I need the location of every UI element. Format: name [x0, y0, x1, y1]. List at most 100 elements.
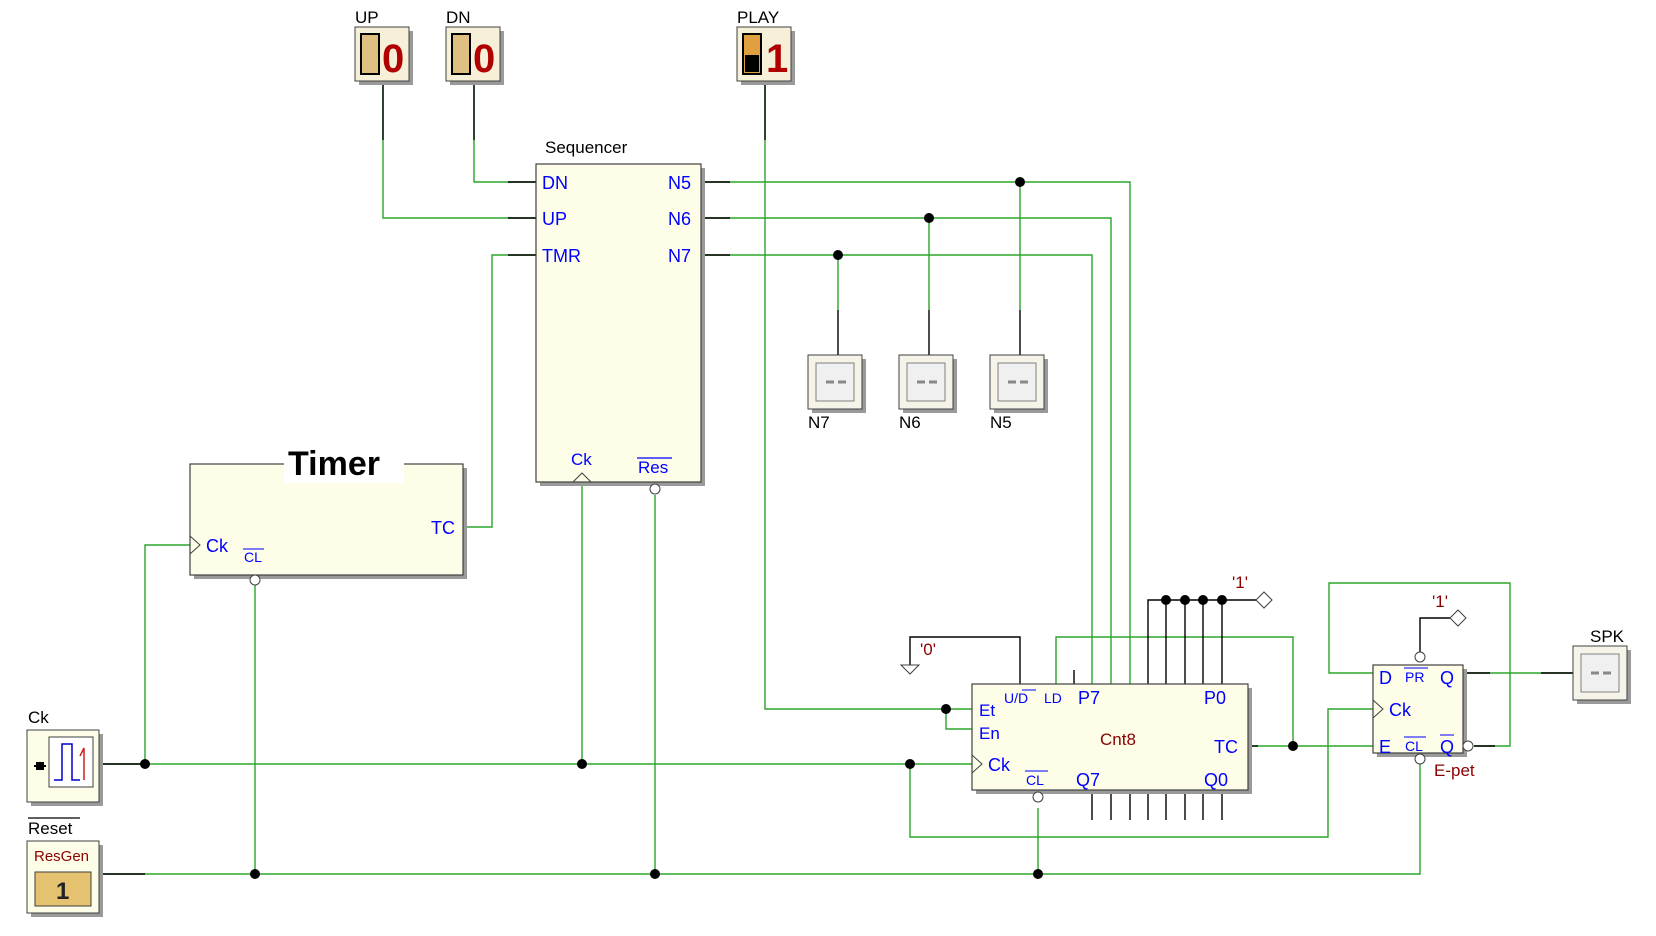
- rising-edge-icon: [79, 747, 85, 780]
- pin-n5: N5: [668, 173, 691, 193]
- cnt-pin-ld: LD: [1044, 690, 1062, 706]
- junction: [250, 869, 260, 879]
- diamond-terminal-icon: [1255, 591, 1273, 609]
- probe-n5[interactable]: N5: [989, 354, 1048, 432]
- probe-spk-label: SPK: [1590, 627, 1625, 646]
- junction: [1288, 741, 1298, 751]
- ff-pin-e: E: [1379, 737, 1391, 757]
- junction: [1161, 595, 1171, 605]
- junction: [924, 213, 934, 223]
- inverter-bubble-icon: [1414, 753, 1426, 765]
- clock-edge-icon: [1372, 699, 1384, 719]
- probe-n7-label: N7: [808, 413, 830, 432]
- clock-label: Ck: [28, 708, 49, 727]
- switch-dn[interactable]: DN 0: [445, 8, 504, 85]
- cnt-pin-tc: TC: [1214, 737, 1238, 757]
- junction: [140, 759, 150, 769]
- counter-cnt8[interactable]: U/D LD P7 P0 Et En Cnt8 TC Ck CL Q7 Q0: [971, 683, 1252, 803]
- junction: [577, 759, 587, 769]
- diamond-terminal-icon: [1449, 609, 1467, 627]
- led-display-icon: [906, 362, 946, 402]
- ff-pin-q: Q: [1440, 668, 1454, 688]
- black-wires: [100, 82, 1573, 875]
- junction: [905, 759, 915, 769]
- junction: [1217, 595, 1227, 605]
- switch-up[interactable]: UP 0: [354, 8, 413, 85]
- clock-edge-icon: [572, 472, 592, 483]
- switch-dn-label: DN: [446, 8, 471, 27]
- constant-zero[interactable]: '0': [899, 640, 936, 675]
- cnt-pin-et: Et: [979, 701, 995, 720]
- probe-spk[interactable]: SPK: [1572, 627, 1631, 704]
- constant-one-counter[interactable]: '1': [1232, 573, 1273, 609]
- pin-dn: DN: [542, 173, 568, 193]
- sequencer-title: Sequencer: [545, 138, 628, 157]
- cnt-pin-q7: Q7: [1076, 770, 1100, 790]
- inverter-bubble-icon: [1414, 651, 1426, 663]
- inverter-bubble-icon: [1462, 740, 1474, 752]
- switch-dn-value: 0: [473, 37, 495, 81]
- resgen-name: ResGen: [34, 848, 89, 865]
- inverter-bubble-icon: [1032, 791, 1044, 803]
- switch-up-label: UP: [355, 8, 379, 27]
- junction: [941, 704, 951, 714]
- pin-n7: N7: [668, 246, 691, 266]
- pin-up: UP: [542, 209, 567, 229]
- probe-n5-label: N5: [990, 413, 1012, 432]
- switch-play-label: PLAY: [737, 8, 779, 27]
- sequencer-block[interactable]: Sequencer DN UP TMR N5 N6 N7 Ck Res: [535, 138, 705, 495]
- timer-pin-cl: CL: [244, 549, 262, 565]
- constant-zero-label: '0': [920, 640, 936, 659]
- ff-pin-cl: CL: [1405, 738, 1423, 754]
- cnt-pin-ck: Ck: [988, 755, 1011, 775]
- constant-one-flipflop[interactable]: '1': [1432, 592, 1467, 627]
- switch-play[interactable]: PLAY 1: [736, 8, 795, 85]
- inverter-bubble-icon: [649, 483, 661, 495]
- junction: [1015, 177, 1025, 187]
- resgen-value: 1: [56, 878, 69, 905]
- pin-res: Res: [638, 458, 668, 477]
- reset-generator[interactable]: Reset ResGen 1: [26, 817, 103, 917]
- probe-n6[interactable]: N6: [898, 354, 957, 432]
- pin-ck: Ck: [571, 450, 592, 469]
- clock-generator[interactable]: Ck: [26, 708, 103, 806]
- switch-toggle-icon: [360, 33, 380, 75]
- timer-block[interactable]: Timer Ck CL TC: [189, 445, 467, 586]
- timer-pin-tc: TC: [431, 518, 455, 538]
- cnt-pin-ud: U/D: [1004, 690, 1028, 706]
- inverter-bubble-icon: [249, 574, 261, 586]
- clock-edge-icon: [971, 754, 983, 774]
- ff-pin-pr: PR: [1405, 669, 1424, 685]
- cnt-pin-cl: CL: [1026, 772, 1044, 788]
- constant-one-label: '1': [1232, 573, 1248, 592]
- probe-n7[interactable]: N7: [807, 354, 866, 432]
- cnt-pin-en: En: [979, 724, 1000, 743]
- pin-n6: N6: [668, 209, 691, 229]
- flipflop-name: E-pet: [1434, 761, 1475, 780]
- reset-label: Reset: [28, 819, 73, 838]
- junctions: [140, 177, 1298, 879]
- junction: [650, 869, 660, 879]
- crystal-icon: [34, 762, 46, 770]
- cnt-pin-p7: P7: [1078, 688, 1100, 708]
- square-wave-icon: [54, 743, 80, 781]
- timer-title: Timer: [288, 445, 380, 483]
- junction: [833, 250, 843, 260]
- timer-pin-ck: Ck: [206, 536, 229, 556]
- ground-icon: [899, 664, 921, 675]
- constant-one-label: '1': [1432, 592, 1448, 611]
- cnt-pin-p0: P0: [1204, 688, 1226, 708]
- switch-up-value: 0: [382, 37, 404, 81]
- clock-edge-icon: [189, 535, 201, 555]
- switch-play-value: 1: [766, 37, 788, 81]
- junction: [1180, 595, 1190, 605]
- junction: [1198, 595, 1208, 605]
- led-display-icon: [815, 362, 855, 402]
- ff-pin-d: D: [1379, 668, 1392, 688]
- switch-toggle-icon: [451, 33, 471, 75]
- led-display-icon: [997, 362, 1037, 402]
- flipflop-epet[interactable]: D PR Q Ck E CL Q E-pet: [1372, 651, 1475, 780]
- pin-tmr: TMR: [542, 246, 581, 266]
- counter-name: Cnt8: [1100, 730, 1136, 749]
